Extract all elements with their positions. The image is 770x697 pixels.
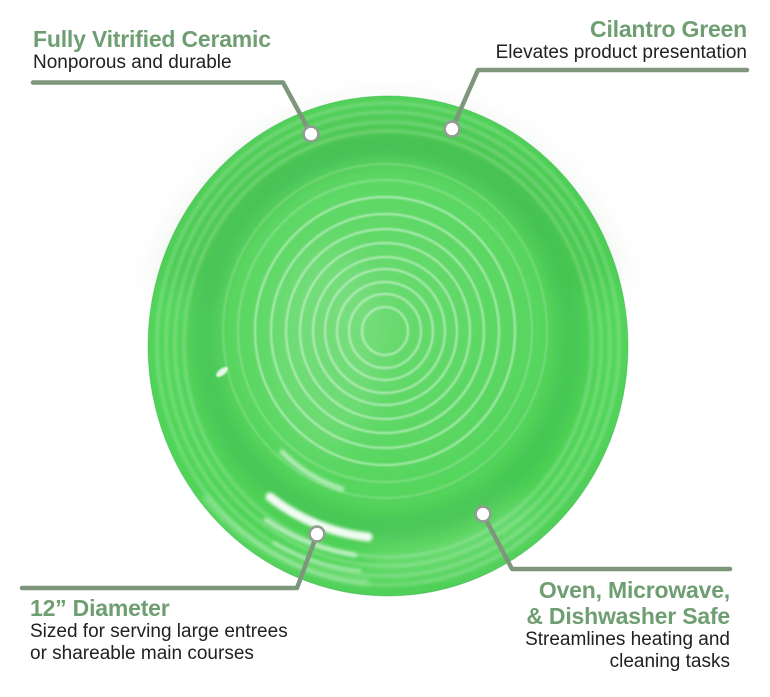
callout-description-line: cleaning tasks: [609, 651, 730, 672]
callout-bottom-right: Oven, Microwave,& Dishwasher Safe Stream…: [525, 577, 730, 673]
callout-top-left: Fully Vitrified Ceramic Nonporous and du…: [33, 26, 271, 74]
marker-dot-bottom-right: [474, 505, 492, 523]
callout-title-line: Oven, Microwave,: [538, 577, 730, 603]
callout-title: Fully Vitrified Ceramic: [33, 26, 271, 52]
callout-description-line: or shareable main courses: [30, 643, 254, 664]
callout-title-line: & Dishwasher Safe: [526, 603, 730, 629]
callout-description: Nonporous and durable: [33, 52, 232, 73]
callout-title: 12” Diameter: [30, 595, 170, 621]
leader-line-bottom-left: [19, 531, 320, 591]
leader-line-bottom-right: [480, 511, 733, 572]
leader-line-top-right: [449, 67, 750, 132]
callout-title: Oven, Microwave,& Dishwasher Safe: [525, 577, 730, 629]
callout-description: Elevates product presentation: [495, 42, 747, 63]
marker-dot-top-right: [443, 120, 461, 138]
callout-top-right: Cilantro Green Elevates product presenta…: [495, 16, 748, 64]
plate-well-rings: [221, 162, 549, 500]
plate-rim-rings: [155, 101, 621, 587]
marker-dot-top-left: [302, 125, 320, 143]
plate: [147, 95, 629, 597]
callout-description-line: Sized for serving large entrees: [30, 621, 288, 642]
plate-highlights: [203, 367, 373, 585]
callout-title: Cilantro Green: [590, 16, 747, 42]
callout-bottom-left: 12” Diameter Sized for serving large ent…: [30, 595, 288, 665]
callout-markers: [302, 120, 492, 543]
callout-lines: [19, 67, 750, 591]
callout-description-line: Streamlines heating and: [525, 629, 730, 650]
marker-dot-bottom-left: [308, 525, 326, 543]
leader-line-top-left: [30, 80, 314, 137]
